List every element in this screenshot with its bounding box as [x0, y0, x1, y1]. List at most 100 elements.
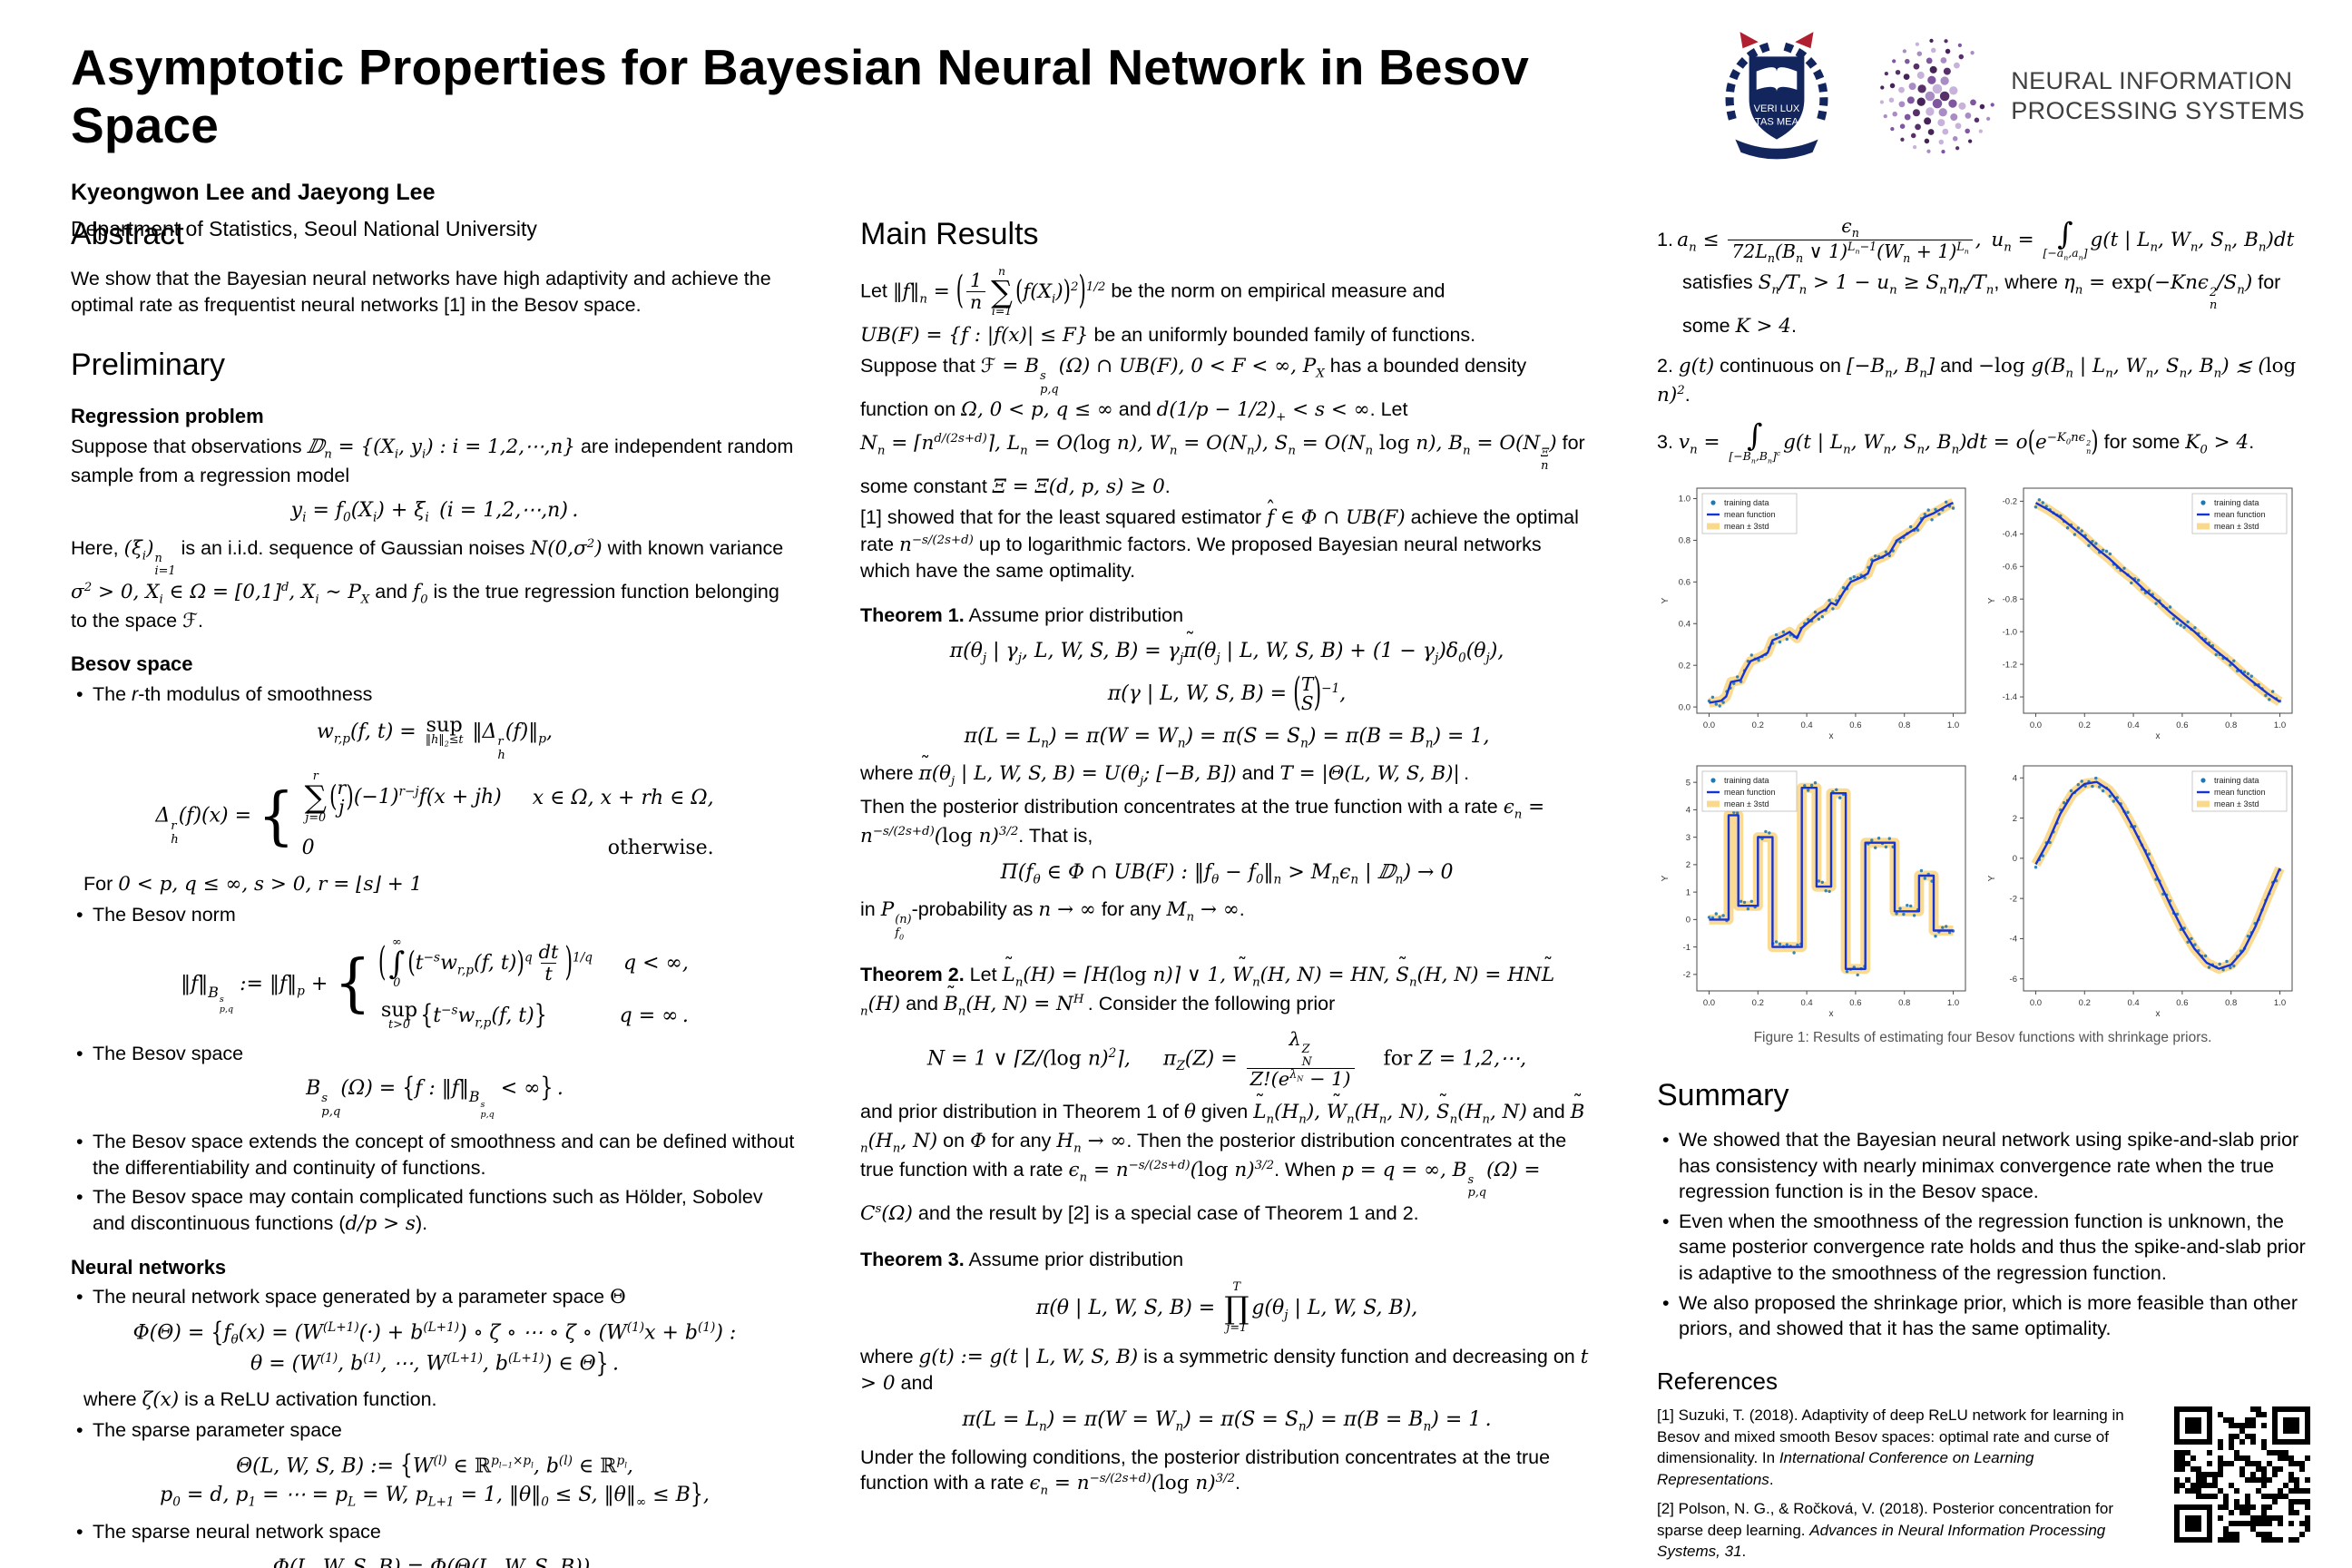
svg-text:0.4: 0.4: [2127, 998, 2139, 1008]
bullet-sparse-parameter: The sparse parameter space: [71, 1417, 799, 1444]
svg-text:0: 0: [2013, 854, 2017, 864]
bullet-nn-space: The neural network space generated by a …: [71, 1284, 799, 1311]
svg-text:0.6: 0.6: [2176, 998, 2188, 1008]
header-logos: VERI LUX TAS MEA NEURAL INFORMATION PROC…: [1708, 27, 2305, 165]
svg-text:-1.0: -1.0: [2003, 628, 2017, 638]
snu-logo: VERI LUX TAS MEA: [1725, 32, 1828, 160]
svg-text:2: 2: [2013, 814, 2017, 824]
bullet-besov-space: The Besov space: [71, 1041, 799, 1067]
references-list: [1] Suzuki, T. (2018). Adaptivity of dee…: [1657, 1405, 2147, 1562]
svg-text:1.0: 1.0: [1947, 720, 1959, 730]
summary-bullet-1: We showed that the Bayesian neural netwo…: [1657, 1127, 2308, 1205]
svg-text:0.8: 0.8: [1898, 998, 1910, 1008]
theorem-1-eq-spike-slab: π(θj | γj, L, W, S, B) = γjπ(θj | L, W, …: [860, 638, 1593, 667]
svg-text:-2: -2: [2010, 895, 2017, 905]
svg-text:mean ± 3std: mean ± 3std: [1724, 799, 1769, 808]
snu-red-pennant: [1795, 32, 1814, 49]
svg-text:0.0: 0.0: [1703, 720, 1715, 730]
bullet-besov-contains: The Besov space may contain complicated …: [71, 1184, 799, 1237]
snu-motto-line2: TAS MEA: [1755, 116, 1799, 127]
theorem-1-tail: in P(n)f0-probability as n → ∞ for any M…: [860, 898, 1245, 942]
preliminary-heading: Preliminary: [71, 348, 226, 383]
svg-text:0.8: 0.8: [1898, 720, 1910, 730]
theorem-3-density-note: where g(t) := g(t | L, W, S, B) is a sym…: [860, 1345, 1589, 1396]
left-column: Abstract We show that the Bayesian neura…: [71, 214, 799, 1568]
svg-text:-0.2: -0.2: [2003, 497, 2017, 507]
svg-text:mean ± 3std: mean ± 3std: [1724, 522, 1769, 531]
svg-text:1.0: 1.0: [2274, 720, 2286, 730]
besov-range-line: For 0 < p, q ≤ ∞, s > 0, r = ⌊s⌋ + 1: [83, 872, 423, 896]
svg-text:0.6: 0.6: [1849, 720, 1861, 730]
svg-text:0.4: 0.4: [1800, 998, 1812, 1008]
svg-text:0.6: 0.6: [2176, 720, 2188, 730]
affiliation: Department of Statistics, Seoul National…: [71, 217, 537, 240]
svg-text:-4: -4: [2010, 935, 2017, 945]
svg-text:5: 5: [1686, 779, 1690, 789]
equation-sparse-parameter-1: Θ(L, W, S, B) := {W(l) ∈ ℝpl−1×pl, b(l) …: [236, 1451, 633, 1482]
svg-text:x: x: [1829, 731, 1834, 741]
svg-text:-1.4: -1.4: [2003, 692, 2017, 702]
main-results-p2: UB(F) = {f : |f(x)| ≤ F} be an uniformly…: [860, 323, 1476, 347]
nn-subheading: Neural networks: [71, 1255, 227, 1279]
svg-text:0.2: 0.2: [1679, 662, 1690, 671]
svg-text:Y: Y: [1661, 876, 1671, 882]
svg-text:training data: training data: [2214, 498, 2259, 507]
svg-text:x: x: [2156, 1009, 2161, 1019]
bullet-besov-extends: The Besov space extends the concept of s…: [71, 1129, 799, 1181]
abstract-text: We show that the Bayesian neural network…: [71, 268, 771, 316]
svg-text:0.2: 0.2: [1752, 998, 1764, 1008]
svg-text:mean ± 3std: mean ± 3std: [2214, 522, 2259, 531]
svg-text:3: 3: [1686, 833, 1690, 843]
equation-sparse-parameter-2: p0 = d, p1 = ⋯ = pL = W, pL+1 = 1, ‖θ‖0 …: [160, 1479, 710, 1510]
svg-text:0.8: 0.8: [1679, 536, 1690, 546]
svg-text:2: 2: [1686, 860, 1690, 870]
svg-text:Y: Y: [1987, 876, 1997, 882]
summary-heading: Summary: [1657, 1077, 1789, 1112]
theorem-3-head: Theorem 3. Assume prior distribution: [860, 1249, 1184, 1271]
theorem-1-where: where π(θj | L, W, S, B) = U(θj; [−B, B]…: [860, 760, 1593, 789]
abstract-heading: Abstract: [71, 217, 184, 251]
equation-sparse-nn-1: Φ(L, W, S, B) = Φ(Θ(L, W, S, B)),: [272, 1555, 597, 1568]
svg-text:4: 4: [2013, 774, 2017, 784]
svg-text:0.4: 0.4: [2127, 720, 2139, 730]
equation-nn-space-1: Φ(Θ) = {fθ(x) = (W(L+1)(·) + b(L+1)) ∘ ζ…: [132, 1318, 737, 1348]
poster-title: Asymptotic Properties for Bayesian Neura…: [71, 39, 1530, 153]
svg-text:0: 0: [1686, 916, 1690, 926]
theorem-2-body: and prior distribution in Theorem 1 of θ…: [860, 1099, 1593, 1227]
svg-text:0.0: 0.0: [2030, 998, 2042, 1008]
svg-text:0.2: 0.2: [1752, 720, 1764, 730]
svg-text:1.0: 1.0: [1679, 495, 1690, 505]
authors: Kyeongwon Lee and Jaeyong Lee: [71, 180, 436, 205]
theorem-1-head: Theorem 1. Assume prior distribution: [860, 604, 1184, 627]
besov-subheading: Besov space: [71, 652, 193, 676]
relu-note: where ζ(x) is a ReLU activation function…: [83, 1387, 437, 1411]
svg-text:Y: Y: [1661, 598, 1671, 604]
svg-text:-1.2: -1.2: [2003, 660, 2017, 670]
svg-text:training data: training data: [1724, 776, 1769, 785]
svg-text:Y: Y: [1987, 598, 1997, 604]
svg-text:0.2: 0.2: [2079, 998, 2091, 1008]
svg-text:1.0: 1.0: [2274, 998, 2286, 1008]
figure-1-caption: Figure 1: Results of estimating four Bes…: [1753, 1030, 2212, 1046]
theorem-3-eq-degenerate: π(L = Ln) = π(W = Wn) = π(S = Sn) = π(B …: [962, 1408, 1492, 1435]
neurips-logo: NEURAL INFORMATION PROCESSING SYSTEMS: [1877, 35, 2305, 157]
svg-text:0.0: 0.0: [1679, 702, 1690, 712]
svg-text:mean function: mean function: [1724, 510, 1776, 519]
svg-text:mean function: mean function: [1724, 788, 1776, 797]
svg-text:1.0: 1.0: [1947, 998, 1959, 1008]
references-heading: References: [1657, 1367, 1778, 1395]
snu-open-book: [1756, 67, 1798, 92]
svg-text:0.4: 0.4: [1679, 620, 1690, 630]
summary-bullet-3: We also proposed the shrinkage prior, wh…: [1657, 1290, 2308, 1342]
svg-text:-1: -1: [1683, 943, 1690, 953]
svg-text:training data: training data: [2214, 776, 2259, 785]
